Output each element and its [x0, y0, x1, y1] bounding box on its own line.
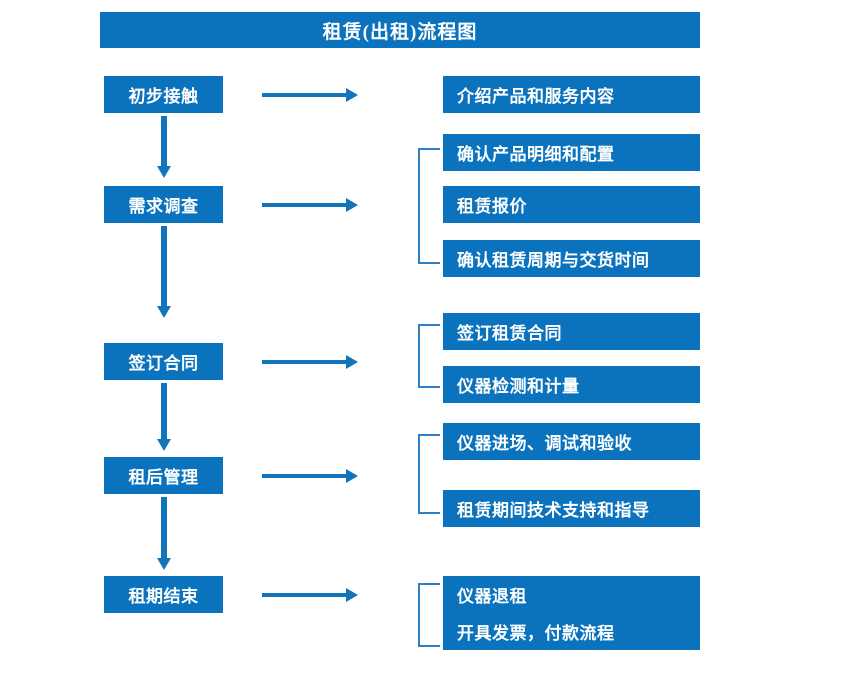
stage-node-label: 签订合同	[128, 354, 199, 373]
horizontal-arrow-icon	[262, 88, 358, 102]
task-node-querenchanpin[interactable]: 确认产品明细和配置	[443, 134, 700, 171]
horizontal-arrow-icon	[262, 588, 358, 602]
arrow-shaft	[262, 360, 347, 364]
vertical-arrow-icon	[157, 497, 171, 570]
task-node-jieshaochanpin[interactable]: 介绍产品和服务内容	[443, 76, 700, 113]
stage-node-chuburjiechu[interactable]: 初步接触	[104, 76, 223, 113]
task-node-label: 确认租赁周期与交货时间	[457, 251, 650, 270]
arrow-shaft	[161, 226, 167, 306]
stage-node-label: 租期结束	[128, 587, 199, 606]
group-bracket-icon	[418, 434, 440, 514]
task-node-kaijufapiao[interactable]: 开具发票，付款流程	[443, 613, 700, 650]
arrow-head	[157, 306, 171, 318]
group-bracket-icon	[418, 324, 440, 388]
task-node-label: 租赁报价	[457, 197, 527, 216]
arrow-shaft	[161, 383, 167, 439]
stage-node-qiandinghetong[interactable]: 签订合同	[104, 343, 223, 380]
arrow-head	[157, 166, 171, 178]
task-node-yiqijinchang[interactable]: 仪器进场、调试和验收	[443, 423, 700, 460]
task-node-label: 仪器进场、调试和验收	[457, 434, 632, 453]
task-node-zulinbaojia[interactable]: 租赁报价	[443, 186, 700, 223]
task-node-label: 介绍产品和服务内容	[457, 87, 615, 106]
arrow-head	[346, 88, 358, 102]
group-bracket-icon	[418, 148, 440, 264]
stage-node-label: 初步接触	[128, 87, 199, 106]
horizontal-arrow-icon	[262, 355, 358, 369]
task-node-yiqijiance[interactable]: 仪器检测和计量	[443, 366, 700, 403]
arrow-shaft	[262, 593, 347, 597]
arrow-head	[346, 588, 358, 602]
arrow-shaft	[262, 474, 347, 478]
arrow-shaft	[161, 116, 167, 166]
diagram-title: 租赁(出租)流程图	[100, 12, 700, 48]
task-node-querenzhouqi[interactable]: 确认租赁周期与交货时间	[443, 240, 700, 277]
vertical-arrow-icon	[157, 383, 171, 451]
arrow-head	[346, 198, 358, 212]
stage-node-xuqiudiaocha[interactable]: 需求调查	[104, 186, 223, 223]
task-node-jishuzhichi[interactable]: 租赁期间技术支持和指导	[443, 490, 700, 527]
group-bracket-icon	[418, 583, 440, 647]
task-node-yiqituizu[interactable]: 仪器退租	[443, 576, 700, 613]
arrow-shaft	[262, 203, 347, 207]
vertical-arrow-icon	[157, 226, 171, 318]
vertical-arrow-icon	[157, 116, 171, 178]
stage-node-label: 租后管理	[128, 468, 199, 487]
task-node-label: 仪器退租	[457, 587, 527, 606]
stage-node-zuhouguanli[interactable]: 租后管理	[104, 457, 223, 494]
stage-node-zuqijieshu[interactable]: 租期结束	[104, 576, 223, 613]
stage-node-label: 需求调查	[128, 197, 199, 216]
task-node-label: 租赁期间技术支持和指导	[457, 501, 650, 520]
task-node-qiandingzulinhetong[interactable]: 签订租赁合同	[443, 313, 700, 350]
task-node-label: 仪器检测和计量	[457, 377, 580, 396]
arrow-head	[346, 469, 358, 483]
arrow-head	[346, 355, 358, 369]
arrow-head	[157, 558, 171, 570]
horizontal-arrow-icon	[262, 469, 358, 483]
task-node-label: 开具发票，付款流程	[457, 624, 615, 643]
task-node-label: 签订租赁合同	[457, 324, 562, 343]
arrow-shaft	[161, 497, 167, 558]
horizontal-arrow-icon	[262, 198, 358, 212]
task-node-label: 确认产品明细和配置	[457, 145, 615, 164]
arrow-head	[157, 439, 171, 451]
arrow-shaft	[262, 93, 347, 97]
